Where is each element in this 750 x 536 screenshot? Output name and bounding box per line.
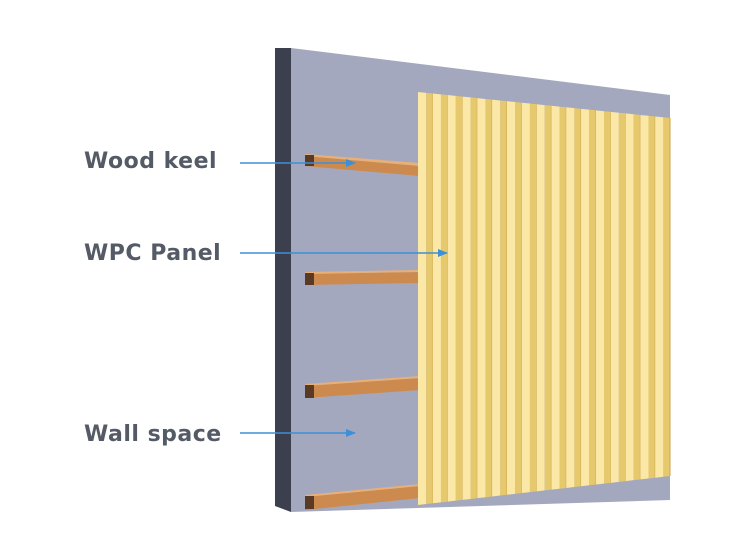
wood-keel-3 xyxy=(305,376,420,398)
wood-keel-label: Wood keel xyxy=(84,149,218,174)
panel-strip-dark xyxy=(529,103,537,493)
panel-strip-dark xyxy=(559,106,567,489)
panel-strip-light xyxy=(477,98,486,499)
panel-strip-light xyxy=(625,113,634,482)
panel-strip-dark xyxy=(426,92,433,505)
panel-strip-light xyxy=(640,114,649,480)
wall-edge xyxy=(275,48,291,512)
panel-strip-light xyxy=(551,105,560,490)
wall-space-label: Wall space xyxy=(84,422,222,447)
panel-strip-light xyxy=(462,96,471,500)
panel-strip-light xyxy=(566,107,575,488)
wpc-panel xyxy=(418,92,671,505)
panel-strip-dark xyxy=(663,117,670,477)
panel-strip-dark xyxy=(574,108,582,488)
wood-keel-1 xyxy=(305,154,420,176)
panel-strip-light xyxy=(432,93,441,504)
wpc-panel-label: WPC Panel xyxy=(84,241,222,266)
panel-strip-dark xyxy=(500,100,507,496)
panel-strip-light xyxy=(581,108,590,487)
panel-strip-light xyxy=(595,110,605,485)
panel-strip-light xyxy=(655,116,664,478)
panel-strip-light xyxy=(447,95,456,502)
panel-strip-light xyxy=(492,99,501,497)
panel-strip-light xyxy=(418,92,427,505)
panel-strip-light xyxy=(521,102,530,494)
panel-strip-light xyxy=(506,101,516,495)
panel-strip-dark xyxy=(544,105,552,491)
panel-strip-light xyxy=(610,111,619,483)
panel-strip-light xyxy=(536,104,545,492)
panel-strip-dark xyxy=(633,114,641,481)
panel-strip-dark xyxy=(589,109,596,486)
panel-strip-dark xyxy=(648,115,656,479)
wood-keel-4 xyxy=(305,484,420,510)
panel-strip-dark xyxy=(618,112,626,482)
panel-strip-dark xyxy=(515,102,522,494)
panel-strip-dark xyxy=(485,98,493,498)
panel-strip-dark xyxy=(604,111,611,484)
wood-keels xyxy=(305,154,420,510)
panel-strip-dark xyxy=(470,97,478,499)
panel-strip-dark xyxy=(455,95,463,501)
wood-keel-2 xyxy=(305,270,420,285)
panel-strip-dark xyxy=(440,94,448,503)
